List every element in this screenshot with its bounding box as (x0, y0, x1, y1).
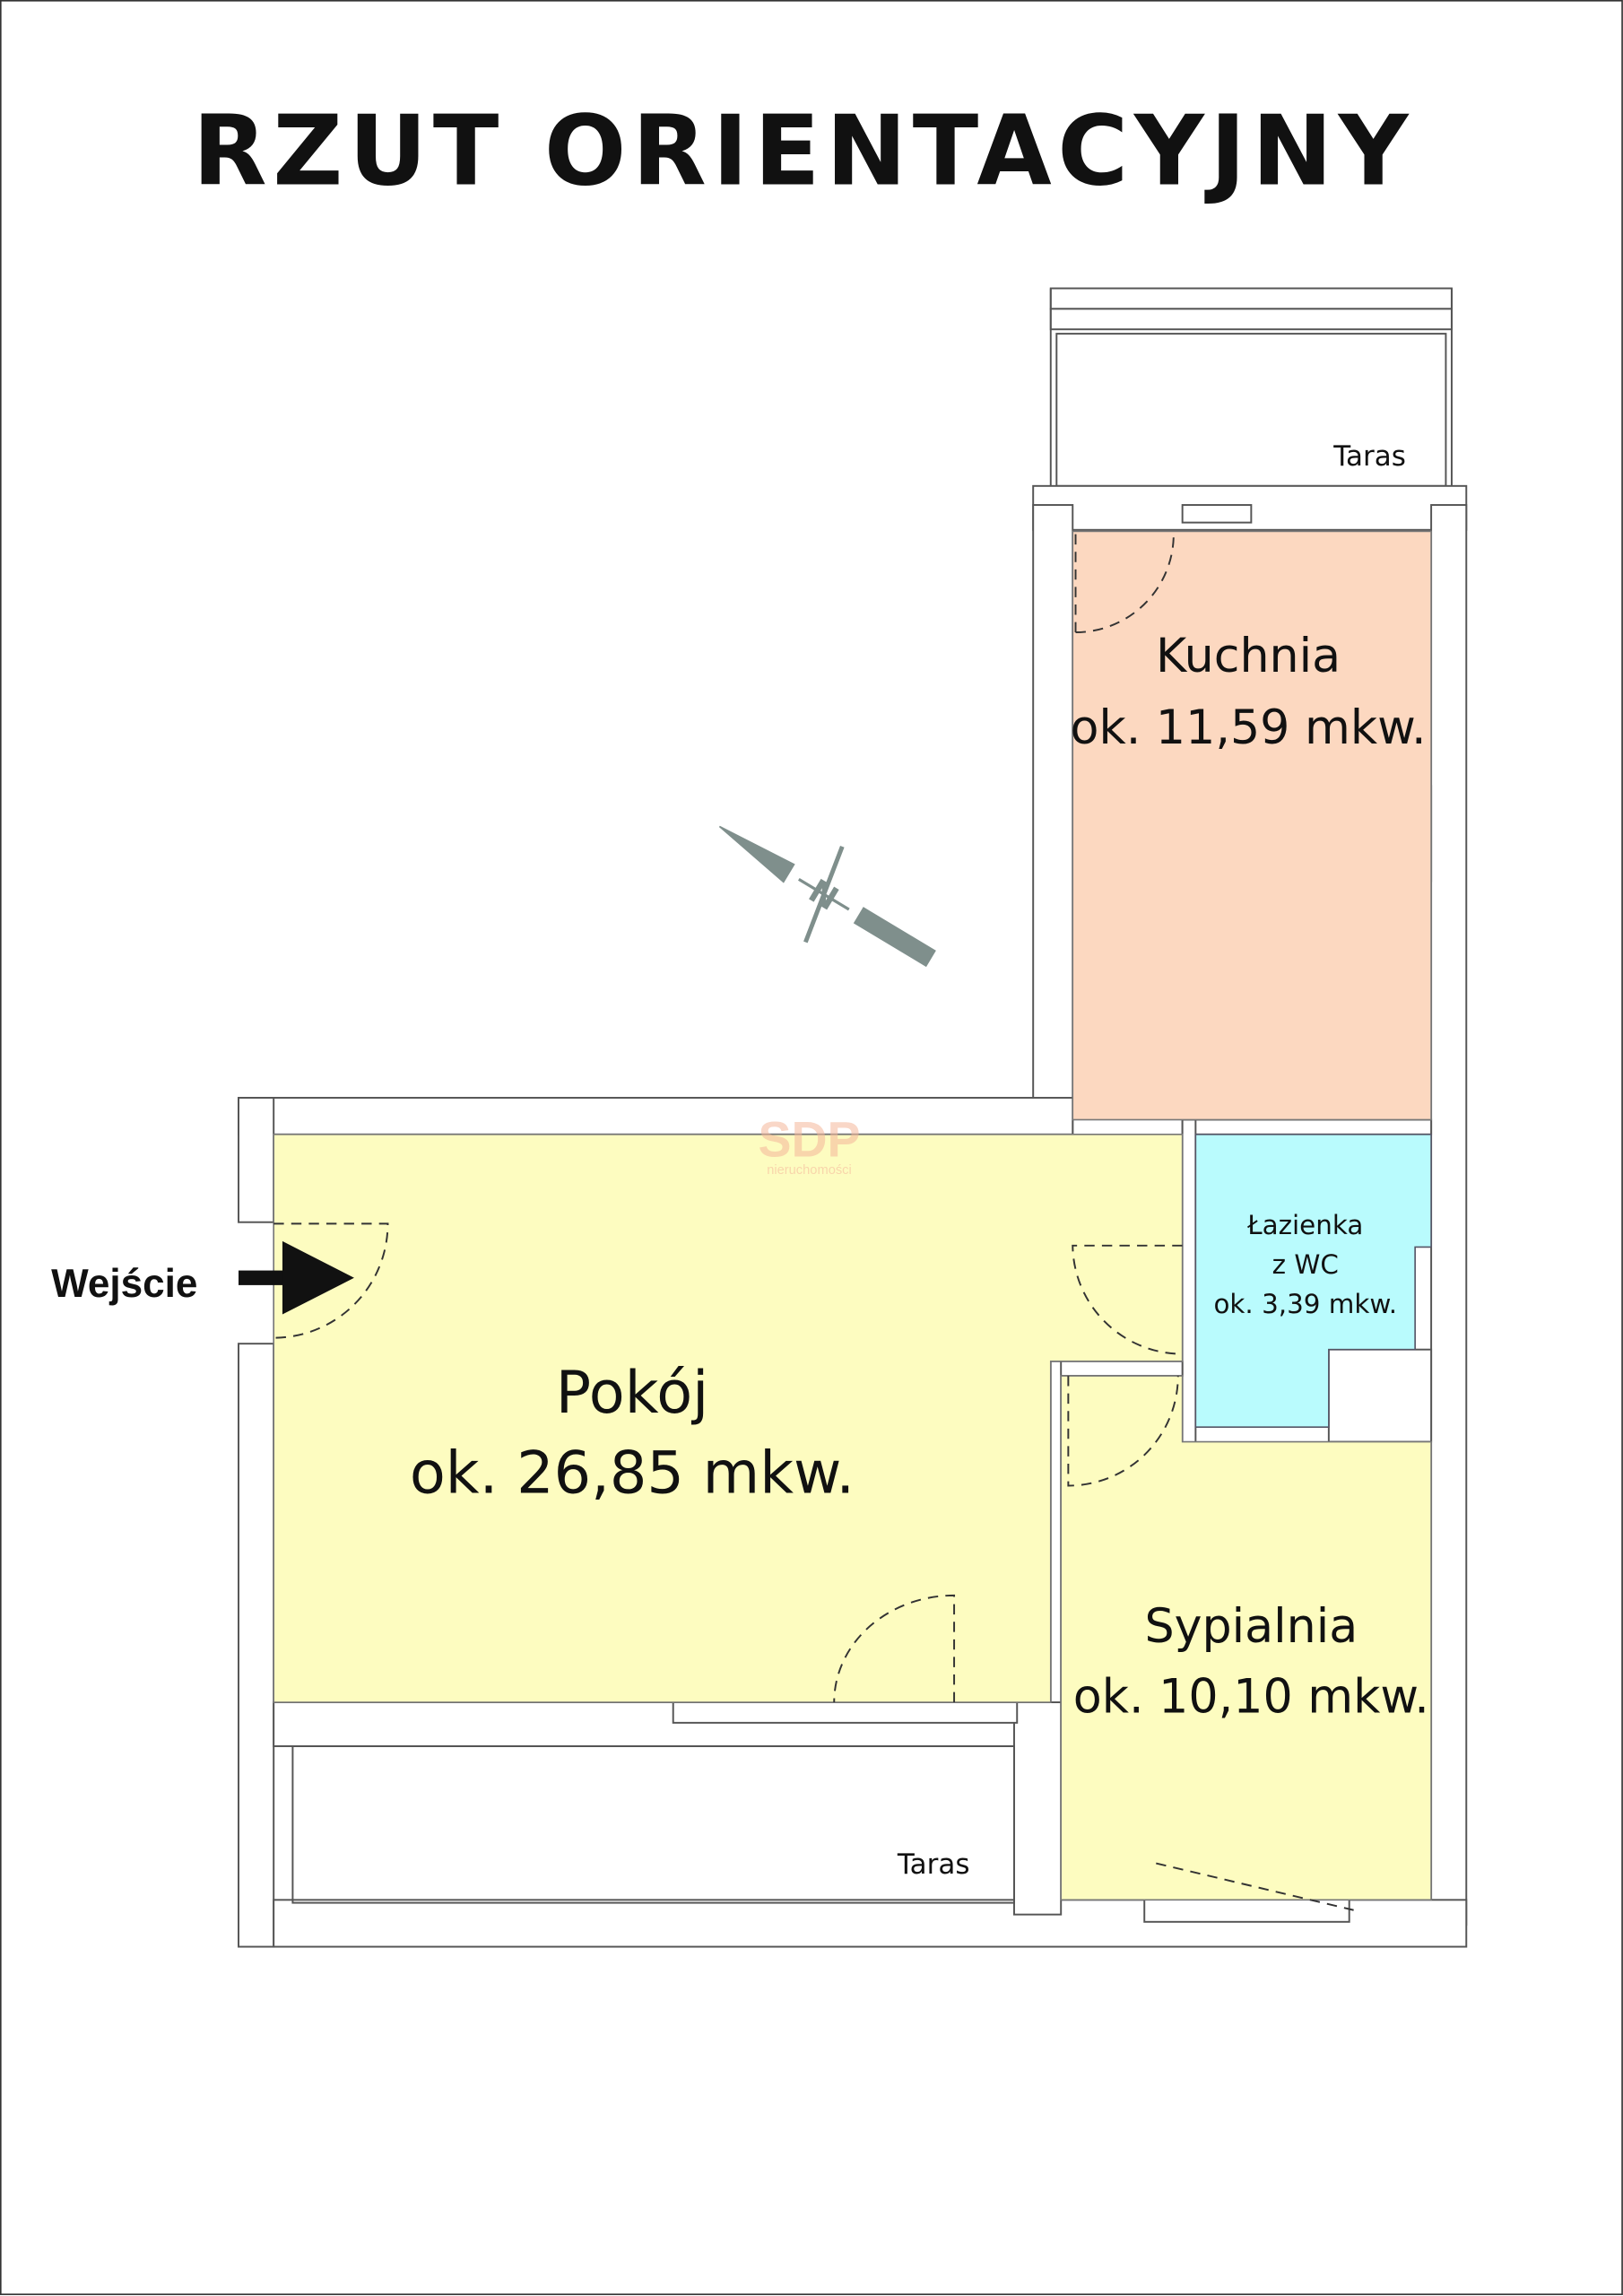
room-living (273, 1133, 1184, 1703)
entrance-label: Wejście (51, 1262, 197, 1306)
bathroom-name-2: z WC (1272, 1249, 1339, 1280)
bedroom-name: Sypialnia (1144, 1600, 1358, 1654)
lower-terrace: Taras (291, 1744, 1015, 1904)
entrance-arrow-icon (282, 1240, 354, 1315)
page-title: RZUT ORIENTACYJNY (193, 96, 1414, 208)
room-kitchen (1072, 530, 1432, 1121)
room-bathroom (1194, 1133, 1432, 1429)
bathroom-area: ok. 3,39 mkw. (1213, 1289, 1397, 1319)
upper-terrace-label: Taras (1332, 440, 1406, 473)
entrance-marker: Wejście (51, 1240, 354, 1315)
kitchen-area: ok. 11,59 mkw. (1071, 701, 1427, 755)
bathroom-name-1: Łazienka (1246, 1210, 1363, 1240)
upper-terrace: Taras (1049, 287, 1453, 487)
door-swings (273, 534, 1354, 1911)
living-area: ok. 26,85 mkw. (410, 1439, 855, 1508)
watermark-subtitle: nieruchomości (767, 1163, 852, 1178)
living-name: Pokój (556, 1359, 709, 1427)
lower-terrace-label: Taras (897, 1848, 970, 1881)
kitchen-name: Kuchnia (1156, 630, 1341, 683)
watermark: SDP nieruchomości (758, 1111, 860, 1178)
watermark-brand: SDP (758, 1111, 860, 1167)
room-bedroom (1060, 1375, 1432, 1901)
bedroom-area: ok. 10,10 mkw. (1073, 1670, 1429, 1724)
walls (238, 484, 1468, 1948)
